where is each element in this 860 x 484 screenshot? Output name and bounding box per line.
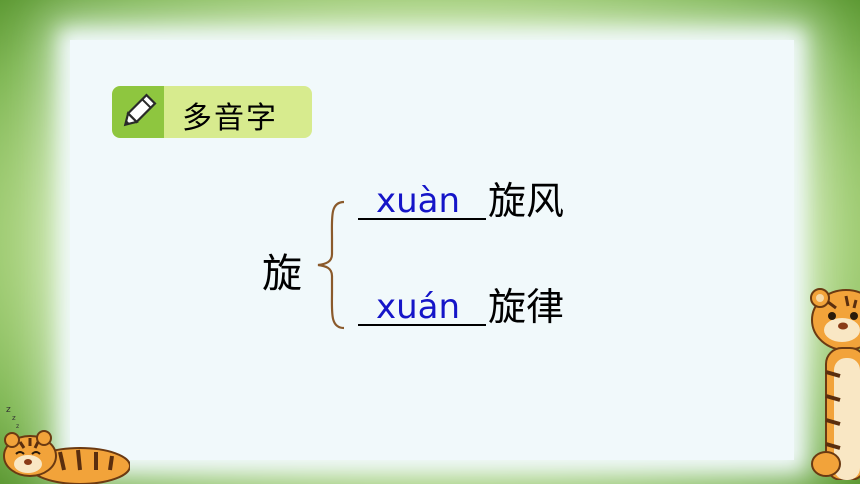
pinyin-blank-1: xuàn	[358, 178, 486, 220]
reading-row-2: xuán 旋律	[358, 284, 564, 326]
pinyin-answer-2: xuán	[376, 287, 461, 327]
svg-text:z: z	[12, 414, 16, 422]
pinyin-answer-1: xuàn	[376, 181, 461, 221]
pencil-icon	[123, 93, 157, 127]
svg-text:z: z	[16, 423, 19, 430]
target-character: 旋	[262, 251, 302, 297]
tiger-right-illustration	[810, 288, 860, 480]
badge-icon-box	[112, 86, 164, 138]
svg-text:z: z	[6, 405, 11, 415]
pinyin-blank-2: xuán	[358, 284, 486, 326]
curly-brace	[317, 200, 345, 330]
example-word-1: 旋风	[488, 179, 565, 223]
example-word-2: 旋律	[488, 285, 565, 329]
section-badge: 多音字	[112, 86, 312, 138]
sleeping-tiger-illustration: z z z	[3, 405, 130, 484]
badge-label: 多音字	[182, 101, 278, 136]
reading-row-1: xuàn 旋风	[358, 178, 564, 220]
